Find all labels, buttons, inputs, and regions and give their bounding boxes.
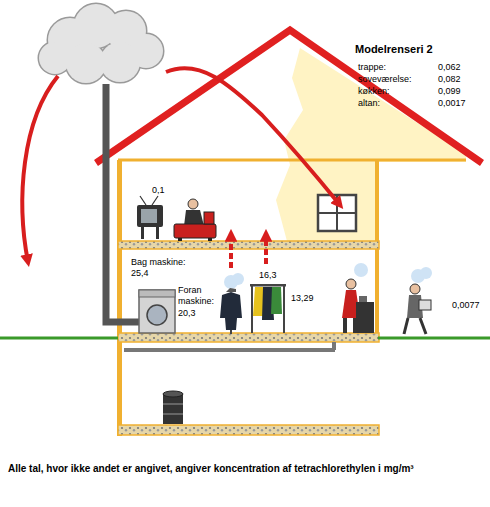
house-structure	[117, 160, 466, 436]
figure-caption: Alle tal, hvor ikke andet er angivet, an…	[8, 462, 482, 475]
exhaust-pipe	[106, 84, 140, 322]
television-part	[141, 209, 157, 223]
waste-barrel-part	[163, 413, 183, 415]
concentration-value: 13,29	[291, 293, 314, 304]
television-part	[152, 196, 158, 205]
ground-line-part	[378, 337, 490, 340]
television-part	[137, 205, 163, 227]
sewing-person	[174, 199, 216, 241]
concentration-value: 0,0077	[452, 300, 480, 311]
smoke-cloud-part-part	[100, 42, 140, 82]
concentration-value: 0,062	[438, 62, 461, 73]
concentration-value: 0,099	[438, 86, 461, 97]
house-structure-part	[118, 425, 379, 435]
shop-assistant-part	[356, 302, 374, 333]
sewing-person-part	[204, 212, 214, 224]
room-name: soveværelse:	[358, 74, 412, 85]
clothes-rack	[250, 284, 286, 333]
jacket-part	[232, 273, 244, 285]
waste-barrel	[163, 391, 183, 424]
sewing-person-part	[208, 238, 212, 241]
washing-machine-part	[147, 305, 167, 325]
customer-part	[420, 267, 432, 279]
concentration-value: 25,4	[131, 268, 149, 279]
concentration-value: 16,3	[259, 270, 277, 281]
clothes-rack-part	[283, 284, 285, 333]
ground-line-part	[0, 337, 118, 340]
emission-arrow	[166, 68, 340, 205]
concentration-value: 20,3	[178, 308, 196, 319]
clothes-rack-part	[250, 284, 286, 287]
television-part	[156, 227, 159, 239]
smoke-cloud-part-part	[66, 43, 106, 83]
washing-machine-part	[139, 290, 175, 333]
sewing-person-part	[178, 238, 182, 241]
waste-barrel-part	[163, 394, 183, 424]
smoke-cloud	[39, 4, 163, 83]
concentration-value: 0,082	[438, 74, 461, 85]
shop-assistant-part	[354, 263, 368, 277]
jacket-part	[230, 330, 232, 334]
cutaway-wall	[276, 48, 466, 245]
house-structure-part	[375, 160, 379, 340]
shop-assistant-part	[359, 296, 367, 302]
location-label: Bag maskine:	[131, 257, 186, 268]
room-name: trappe:	[358, 62, 386, 73]
sewing-person-part	[174, 224, 216, 238]
customer-part	[404, 318, 426, 334]
jacket-part	[220, 292, 242, 330]
smoke-cloud-part-part	[39, 42, 71, 74]
concentration-value: 0,0017	[438, 98, 466, 109]
sewing-person-part	[188, 199, 198, 209]
television-part	[140, 196, 146, 205]
rising-arrow	[264, 234, 268, 264]
house-structure-part	[118, 241, 379, 249]
smoke-cloud-part-part	[39, 42, 71, 74]
customer-part	[410, 284, 420, 294]
house-structure-part	[118, 333, 379, 342]
clothes-rack-part	[271, 287, 282, 314]
smoke-cloud-part-part	[100, 42, 140, 82]
television-part	[141, 227, 144, 239]
jacket-part	[226, 288, 236, 292]
ground-line	[0, 338, 490, 339]
window-part	[318, 212, 356, 214]
jacket	[220, 273, 244, 334]
emission-arrow	[22, 76, 58, 262]
room-name: altan:	[358, 98, 380, 109]
waste-barrel-part	[163, 403, 183, 405]
smoke-cloud-part-part	[66, 43, 106, 83]
rising-arrow	[229, 234, 233, 268]
smoke-cloud-part	[39, 4, 163, 83]
television	[137, 196, 163, 239]
smoke-cloud-part	[39, 4, 163, 83]
table-heading: Modelrenseri 2	[355, 42, 433, 56]
house-structure-part	[124, 348, 335, 352]
shop-assistant-part	[346, 279, 356, 289]
customer-part	[419, 300, 431, 310]
house-structure-part	[332, 342, 336, 350]
room-name: køkken:	[358, 86, 390, 97]
concentration-value: 0,1	[152, 185, 165, 196]
location-label: Foran maskine:	[178, 285, 218, 307]
customer	[404, 267, 432, 334]
clothes-rack-part	[251, 284, 253, 333]
washing-machine	[139, 290, 175, 333]
house-structure-part	[118, 159, 466, 162]
shop-assistant	[342, 263, 374, 333]
waste-barrel-part	[163, 391, 183, 397]
house-structure-part	[117, 160, 122, 436]
shop-assistant-part	[343, 318, 347, 333]
washing-machine-part	[139, 290, 175, 297]
